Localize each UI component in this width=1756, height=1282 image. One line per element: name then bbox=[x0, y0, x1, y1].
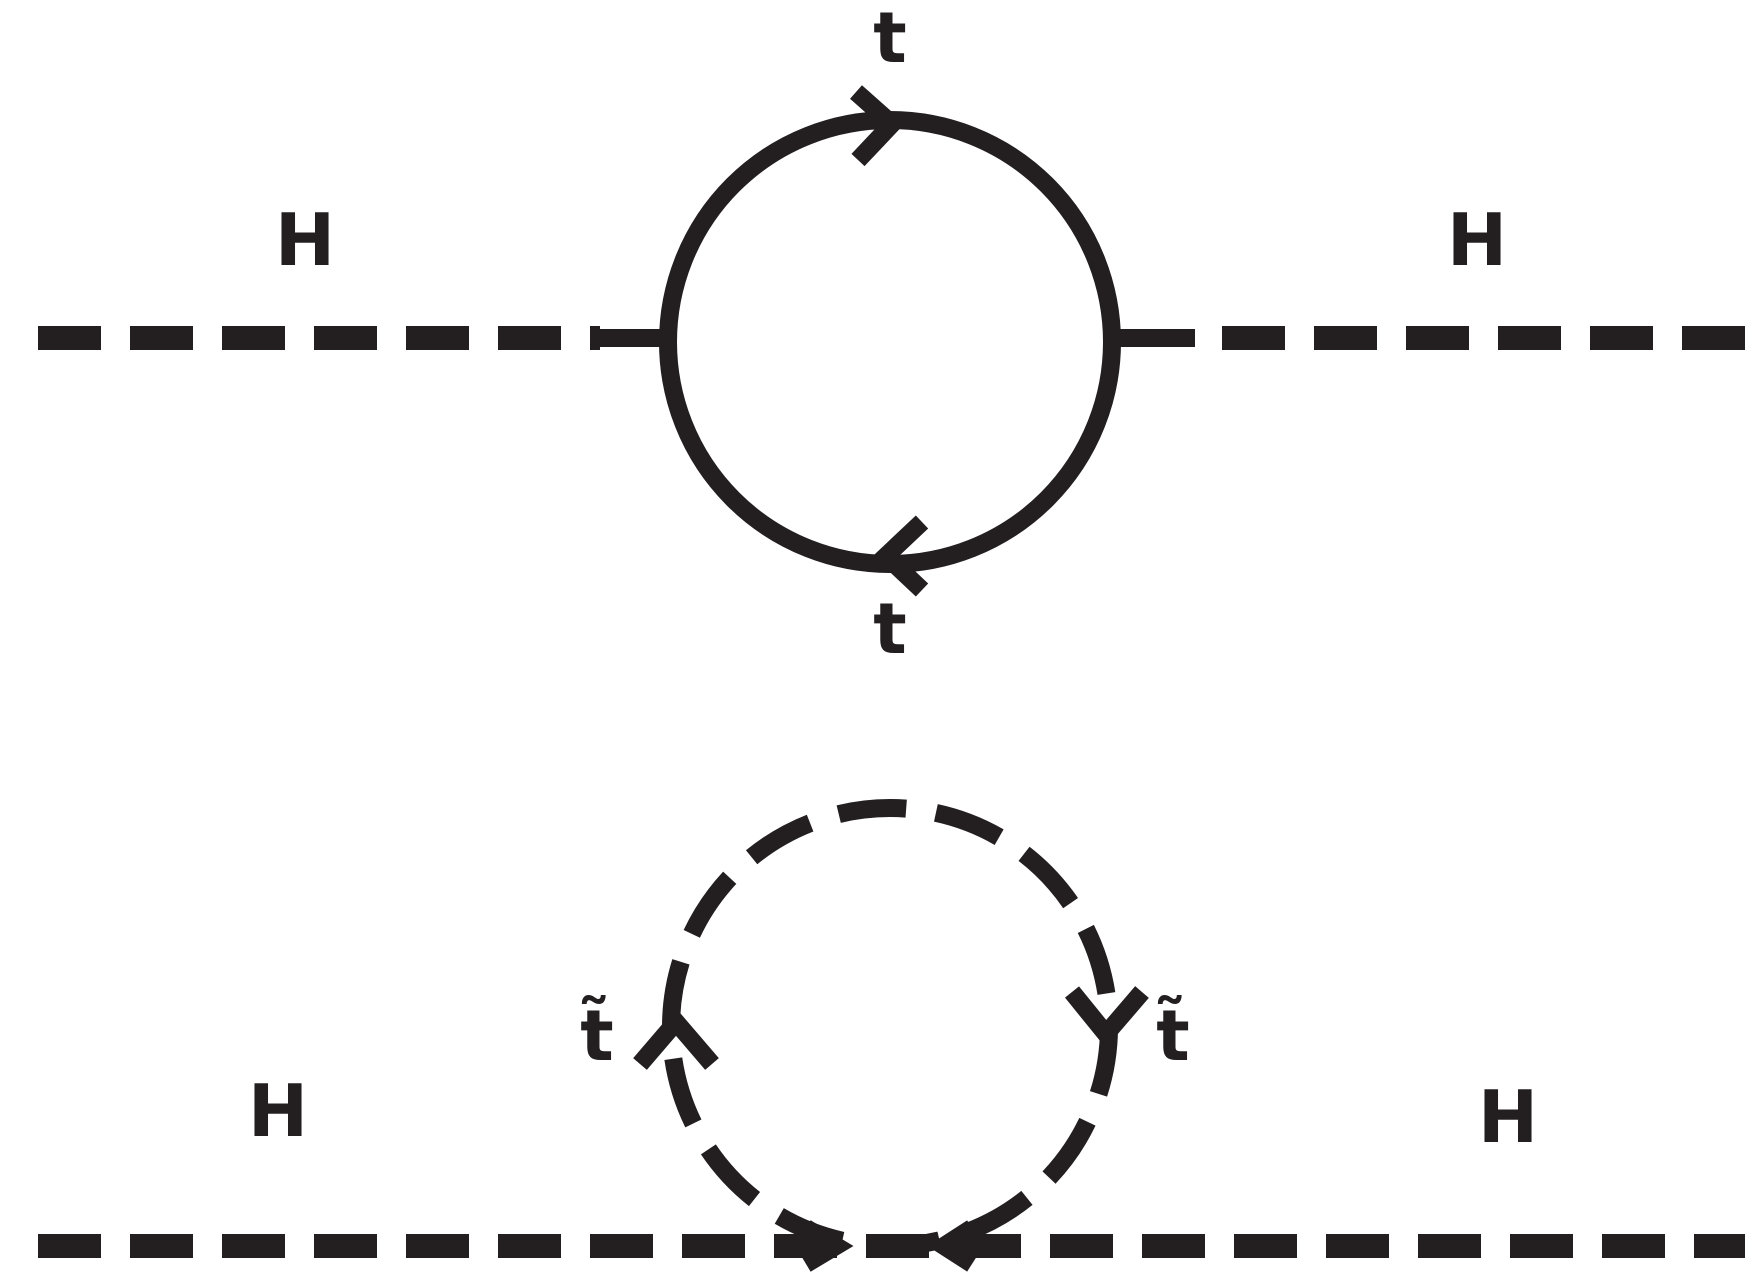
stop-squark-loop-diagram: H H t̃ t̃ bbox=[38, 799, 1745, 1272]
scalar-arrow-left-icon bbox=[633, 1008, 719, 1070]
top-quark-label-upper: t bbox=[873, 0, 906, 79]
top-quark-loop bbox=[659, 111, 1121, 573]
scalar-arrow-right-icon bbox=[1065, 986, 1149, 1049]
higgs-label-bottom-left: H bbox=[248, 1069, 308, 1153]
scalar-arrow-bottom-icon bbox=[801, 1220, 854, 1272]
scalar-arrow-bottom-right-icon bbox=[927, 1220, 977, 1272]
higgs-label-top-right: H bbox=[1447, 198, 1507, 282]
stop-label-right: t̃ bbox=[1156, 995, 1189, 1077]
fermion-arrow-top-icon bbox=[850, 85, 905, 167]
stop-label-left: t̃ bbox=[580, 995, 613, 1077]
fermion-arrow-bottom-icon bbox=[872, 515, 929, 597]
top-quark-loop-diagram: H H t t bbox=[38, 0, 1745, 670]
stop-squark-loop bbox=[662, 799, 1118, 1255]
higgs-label-top-left: H bbox=[275, 198, 335, 282]
higgs-label-bottom-right: H bbox=[1478, 1075, 1538, 1159]
top-quark-label-lower: t bbox=[873, 588, 906, 670]
